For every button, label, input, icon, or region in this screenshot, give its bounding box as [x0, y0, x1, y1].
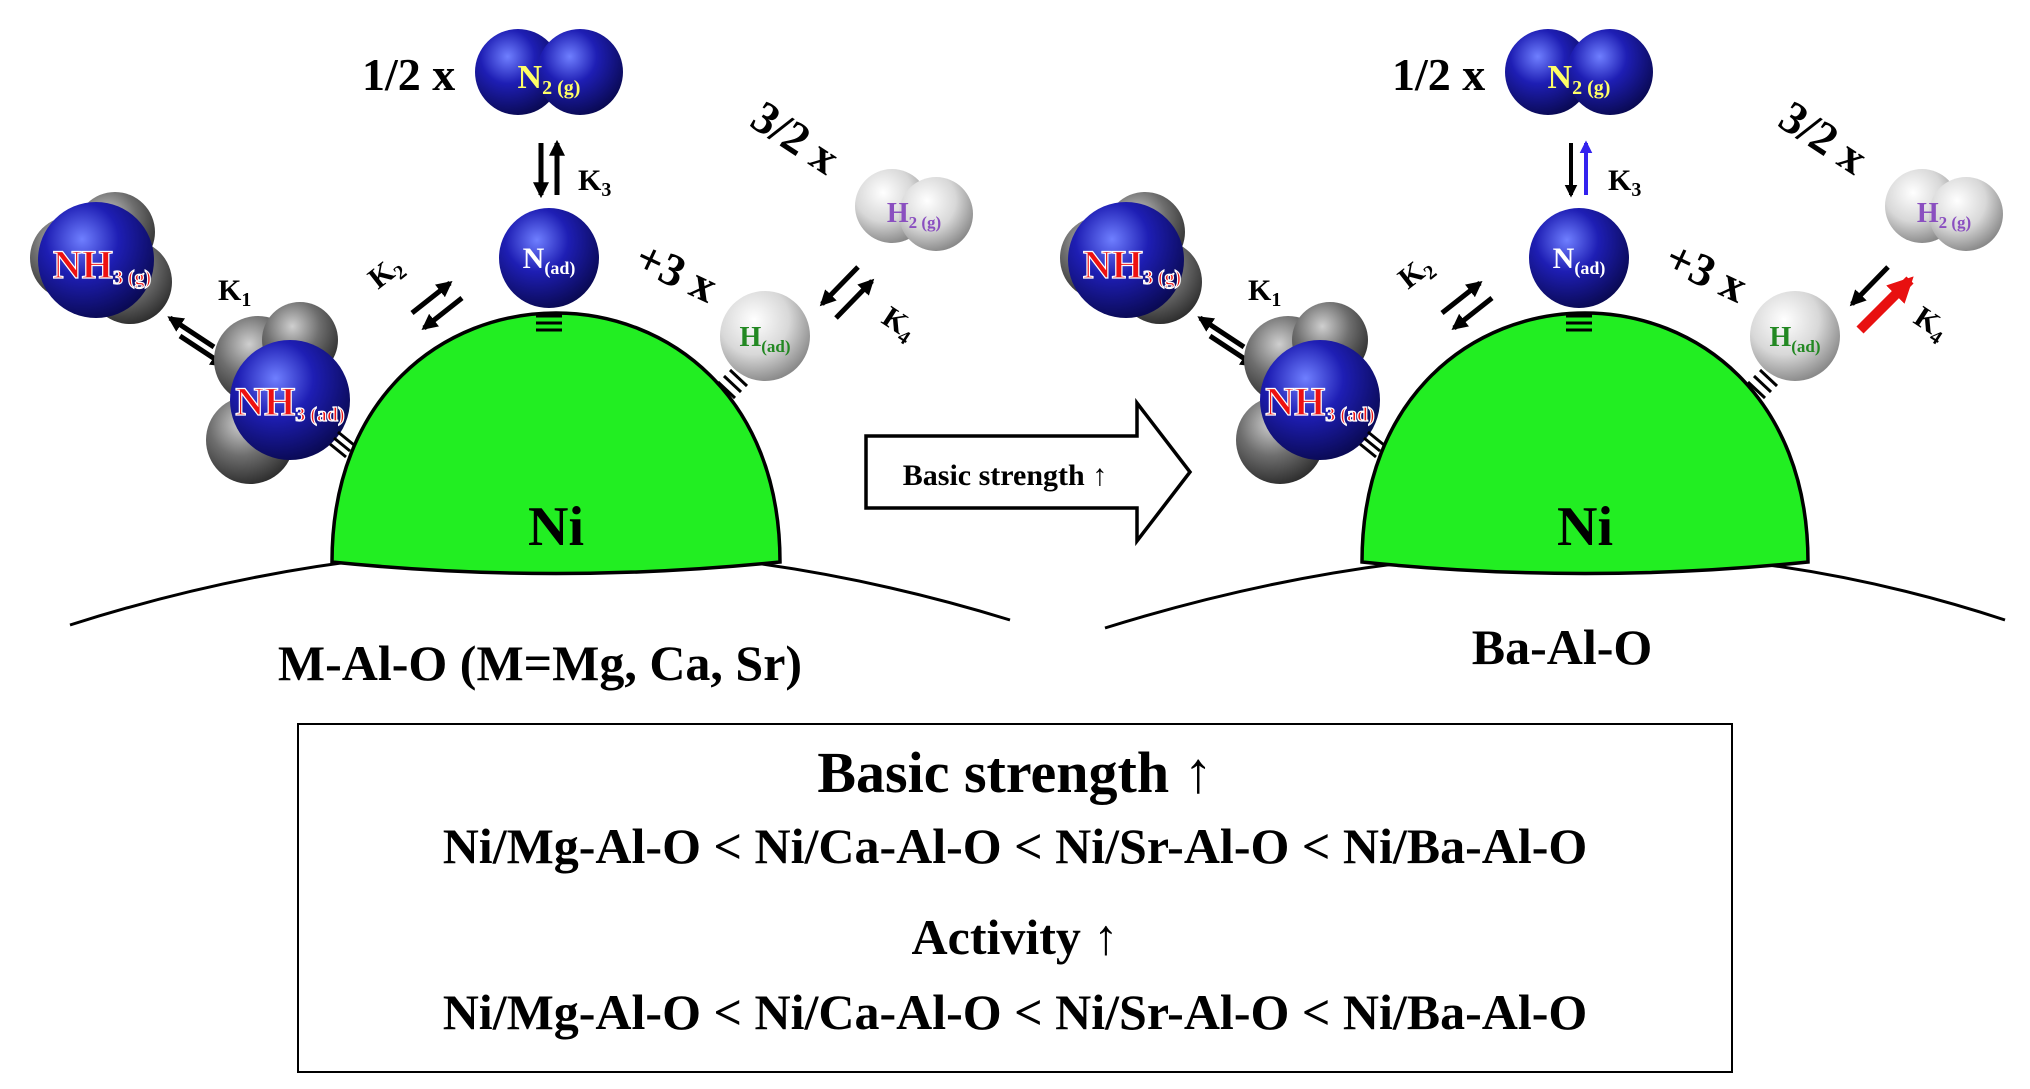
right-k1-label: K: [1248, 274, 1272, 307]
svg-text:NH3 (g): NH3 (g): [53, 242, 151, 289]
left-nh3-g-subscript: 3 (g): [113, 267, 151, 289]
svg-text:N2 (g): N2 (g): [518, 59, 581, 99]
left-n-ad-atom-label: N: [523, 242, 545, 275]
right-h-adsorbed-atom: H(ad): [1750, 291, 1840, 381]
left-h-ad-subscript: (ad): [761, 337, 790, 356]
right-k1-subscript: 1: [1271, 289, 1281, 311]
svg-text:H2 (g): H2 (g): [887, 198, 941, 232]
svg-text:K2: K2: [362, 249, 411, 299]
left-n-ad-subscript: (ad): [544, 258, 575, 279]
left-k1-subscript: 1: [241, 289, 251, 311]
left-n-adsorbed-atom: N(ad): [499, 208, 599, 308]
left-k3-subscript: 3: [601, 179, 611, 201]
right-h2-coefficient: 3/2 x: [1771, 91, 1877, 185]
svg-text:K4: K4: [874, 300, 922, 349]
left-nh3-ad-atom-label: NH: [235, 379, 295, 424]
svg-text:N(ad): N(ad): [1553, 242, 1606, 279]
right-n2-gas-molecule: N2 (g): [1505, 29, 1653, 115]
right-h2-atom-label: H: [1917, 198, 1939, 229]
left-panel: Ni M-Al-O (M=Mg, Ca, Sr) 1/2 x N2 (g) K3…: [30, 29, 1011, 691]
left-h2-atom-label: H: [887, 198, 909, 229]
left-h-surface-bond: [716, 368, 749, 400]
left-h-adsorbed-atom: H(ad): [720, 291, 810, 381]
right-nh3-ad-atom-label: NH: [1265, 379, 1325, 424]
right-nh3-ad-subscript: 3 (ad): [1325, 404, 1374, 426]
left-nickel-particle: [330, 311, 782, 576]
right-n2-subscript: 2 (g): [1572, 77, 1610, 99]
left-support-label: M-Al-O (M=Mg, Ca, Sr): [278, 635, 802, 691]
left-nh3-surface-bond: [329, 430, 355, 459]
left-h-ad-atom-label: H: [739, 322, 761, 353]
transition-arrow: Basic strength ↑: [864, 397, 1193, 547]
left-metal-label: Ni: [528, 496, 584, 558]
left-h2-coefficient: 3/2 x: [743, 91, 849, 185]
left-n2-gas-molecule: N2 (g): [475, 29, 623, 115]
left-k3-label: K: [578, 164, 602, 197]
left-h2-subscript: 2 (g): [909, 213, 942, 232]
left-k4-equilibrium-arrows: [819, 265, 875, 320]
right-nickel-particle: [1360, 311, 1810, 576]
right-h-surface-bond: [1746, 368, 1779, 400]
right-h2-subscript: 2 (g): [1939, 213, 1972, 232]
svg-text:NH3 (ad): NH3 (ad): [1265, 379, 1374, 426]
right-h-coefficient: +3 x: [1658, 231, 1755, 313]
svg-text:K2: K2: [1392, 249, 1441, 299]
svg-text:N(ad): N(ad): [523, 242, 576, 279]
left-h-coefficient: +3 x: [628, 231, 725, 313]
right-h2-gas-molecule: H2 (g): [1885, 169, 2003, 251]
right-h-ad-atom-label: H: [1769, 322, 1791, 353]
svg-text:NH3 (ad): NH3 (ad): [235, 379, 344, 426]
summary-basic-title: Basic strength ↑: [817, 740, 1213, 805]
svg-text:K3: K3: [578, 164, 611, 201]
right-nh3-adsorbed-molecule: NH3 (ad): [1236, 302, 1380, 484]
right-nh3-surface-bond: [1359, 430, 1385, 459]
left-n2-atom-label: N: [518, 59, 543, 96]
left-k3-equilibrium-arrows: [532, 139, 566, 199]
right-n2-coefficient: 1/2 x: [1392, 49, 1485, 100]
left-h2-gas-molecule: H2 (g): [855, 169, 973, 251]
right-nh3-g-atom-label: NH: [1083, 242, 1143, 287]
left-nh3-ad-subscript: 3 (ad): [295, 404, 344, 426]
right-panel: Ni Ba-Al-O 1/2 x N2 (g) K3 N(ad): [1060, 29, 2006, 675]
right-h-ad-subscript: (ad): [1791, 337, 1820, 356]
right-n-surface-bond: [1566, 314, 1592, 332]
right-k2-equilibrium-arrows: [1440, 281, 1494, 330]
right-n-ad-subscript: (ad): [1574, 258, 1605, 279]
svg-text:N2 (g): N2 (g): [1548, 59, 1611, 99]
left-n-surface-bond: [536, 314, 562, 332]
right-nh3-gas-molecule: NH3 (g): [1060, 192, 1202, 324]
summary-basic-order: Ni/Mg-Al-O < Ni/Ca-Al-O < Ni/Sr-Al-O < N…: [442, 818, 1588, 874]
right-n-adsorbed-atom: N(ad): [1529, 208, 1629, 308]
svg-text:NH3 (g): NH3 (g): [1083, 242, 1181, 289]
summary-activity-title: Activity ↑: [911, 909, 1119, 965]
left-n2-coefficient: 1/2 x: [362, 49, 455, 100]
svg-text:K1: K1: [218, 274, 251, 311]
right-k3-subscript: 3: [1631, 179, 1641, 201]
svg-text:K1: K1: [1248, 274, 1281, 311]
right-k4-equilibrium-arrows: [1849, 265, 1914, 334]
right-n2-atom-label: N: [1548, 59, 1573, 96]
left-k2-equilibrium-arrows: [410, 281, 464, 330]
summary-box: Basic strength ↑ Ni/Mg-Al-O < Ni/Ca-Al-O…: [297, 723, 1733, 1073]
right-k3-equilibrium-arrows: [1564, 140, 1593, 198]
right-support-label: Ba-Al-O: [1472, 619, 1653, 675]
svg-text:H2 (g): H2 (g): [1917, 198, 1971, 232]
right-nh3-g-subscript: 3 (g): [1143, 267, 1181, 289]
svg-text:K4: K4: [1906, 300, 1954, 349]
right-k3-label: K: [1608, 164, 1632, 197]
left-n2-subscript: 2 (g): [542, 77, 580, 99]
left-k1-label: K: [218, 274, 242, 307]
svg-text:H(ad): H(ad): [1769, 322, 1820, 356]
svg-text:H(ad): H(ad): [739, 322, 790, 356]
svg-text:K3: K3: [1608, 164, 1641, 201]
left-nh3-gas-molecule: NH3 (g): [30, 192, 172, 324]
summary-activity-order: Ni/Mg-Al-O < Ni/Ca-Al-O < Ni/Sr-Al-O < N…: [442, 984, 1588, 1040]
transition-arrow-label: Basic strength ↑: [903, 459, 1107, 492]
left-nh3-adsorbed-molecule: NH3 (ad): [206, 302, 350, 484]
right-n-ad-atom-label: N: [1553, 242, 1575, 275]
left-nh3-g-atom-label: NH: [53, 242, 113, 287]
right-metal-label: Ni: [1557, 496, 1613, 558]
